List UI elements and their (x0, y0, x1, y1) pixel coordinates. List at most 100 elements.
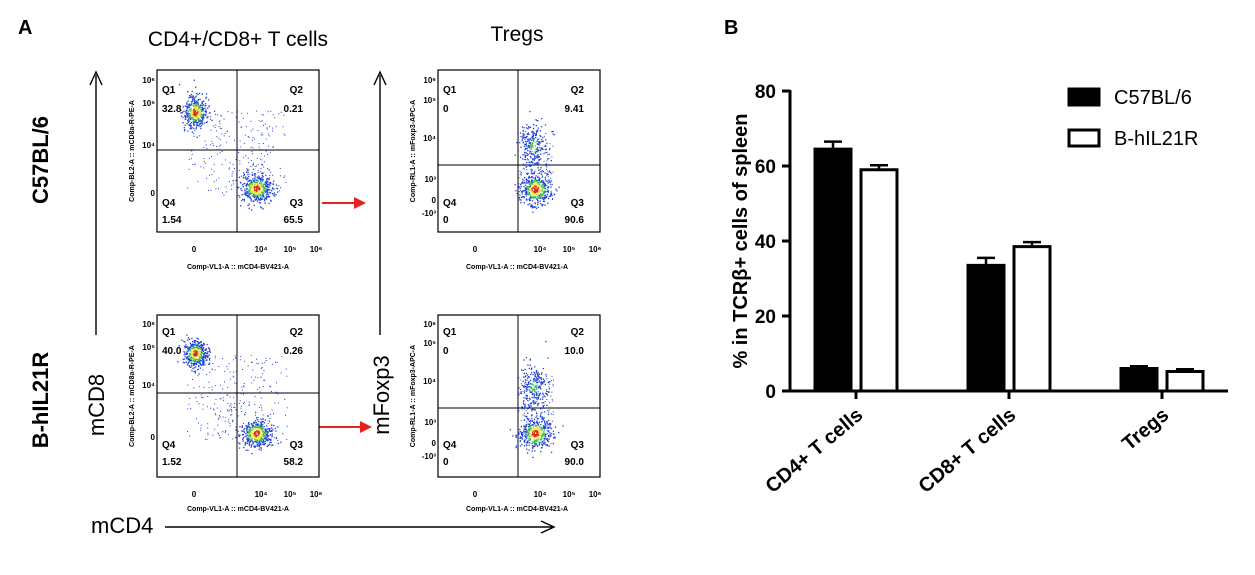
flow-dot (236, 145, 238, 147)
flow-dot (258, 193, 260, 195)
flow-dot (246, 178, 248, 181)
flow-dot (539, 387, 541, 389)
flow-dot (549, 143, 551, 145)
flow-dot (253, 435, 256, 438)
flow-dot (248, 426, 250, 428)
flow-dot (228, 363, 230, 365)
flow-dot (265, 184, 267, 186)
flow-dot (201, 120, 203, 122)
x-tick: 0 (473, 245, 478, 254)
flow-dot (539, 141, 541, 143)
flow-dot (533, 409, 535, 411)
flow-dot (537, 396, 539, 398)
flow-dot (247, 439, 249, 441)
flow-dot (260, 198, 263, 201)
flow-dot (528, 182, 530, 184)
flow-dot (204, 140, 206, 142)
flow-dot (193, 387, 195, 389)
flow-dot (192, 345, 194, 347)
flow-dot (260, 438, 262, 440)
flow-dot (187, 106, 189, 108)
flow-dot (253, 446, 255, 448)
flow-dot (223, 118, 225, 120)
flow-dot (548, 427, 550, 429)
flow-dot (512, 435, 514, 437)
flow-dot (261, 409, 263, 411)
flow-dot (534, 188, 536, 190)
flow-dot (253, 181, 255, 183)
y-tick: 10⁵ (423, 339, 436, 348)
flow-dot (258, 187, 260, 190)
bar (966, 263, 1006, 393)
flow-dot (196, 117, 198, 119)
flow-dot (189, 118, 192, 121)
flow-dot (268, 135, 270, 137)
flow-dot (244, 435, 246, 438)
flow-dot (269, 184, 271, 187)
flow-dot (202, 348, 204, 350)
flow-dot (188, 120, 190, 122)
flow-dot (197, 355, 199, 357)
flow-dot (254, 437, 256, 439)
flow-dot (192, 118, 194, 120)
flow-dot (209, 362, 211, 364)
flow-dot (263, 379, 265, 381)
flow-dot (201, 357, 203, 360)
flow-dot (193, 350, 195, 353)
flow-dot (261, 362, 263, 364)
flow-dot (220, 410, 222, 412)
flow-dot (255, 198, 258, 201)
flow-dot (245, 176, 247, 178)
flow-dot (531, 388, 533, 390)
flow-dot (526, 185, 528, 188)
flow-dot (265, 357, 267, 359)
flow-dot (537, 202, 539, 204)
quadrant-value-q3: 90.0 (565, 457, 585, 468)
flow-dot (538, 141, 540, 143)
flow-plot-dots (169, 79, 287, 211)
flow-dot (257, 417, 259, 419)
flow-dot (209, 349, 211, 351)
flow-dot (246, 169, 249, 171)
flow-dot (257, 198, 260, 200)
flow-dot (181, 112, 183, 114)
flow-dot (537, 179, 539, 182)
flow-dot (543, 430, 545, 432)
flow-dot (540, 447, 543, 449)
flow-dot (542, 197, 544, 199)
flow-dot (259, 431, 261, 433)
flow-dot (250, 433, 252, 436)
flow-dot (538, 138, 540, 140)
flow-dot (541, 421, 543, 423)
flow-dot (533, 429, 535, 432)
flow-dot (218, 433, 219, 435)
flow-dot (245, 185, 247, 186)
flow-dot (242, 369, 243, 370)
flow-dot (538, 434, 540, 436)
flow-dot (525, 137, 527, 139)
flow-dot (539, 159, 541, 161)
flow-dot (231, 421, 233, 423)
flow-dot (514, 154, 516, 156)
flow-dot (248, 428, 250, 431)
flow-dot (525, 442, 527, 444)
flow-dot (248, 440, 250, 443)
flow-dot (194, 163, 196, 165)
flow-dot (205, 144, 207, 146)
flow-dot (520, 420, 522, 422)
flow-dot (540, 135, 542, 138)
flow-dot (257, 186, 259, 189)
flow-dot (201, 117, 203, 119)
flow-dot (544, 145, 547, 147)
flow-dot (534, 191, 536, 193)
flow-dot (531, 429, 533, 431)
flow-dot (522, 380, 524, 382)
flow-dot (196, 106, 199, 108)
flow-dot (200, 351, 202, 353)
flow-dot (549, 434, 551, 436)
flow-dot (242, 438, 244, 440)
flow-dot (256, 188, 258, 190)
flow-dot (515, 446, 517, 449)
flow-dot (191, 108, 193, 111)
flow-dot (520, 146, 522, 148)
